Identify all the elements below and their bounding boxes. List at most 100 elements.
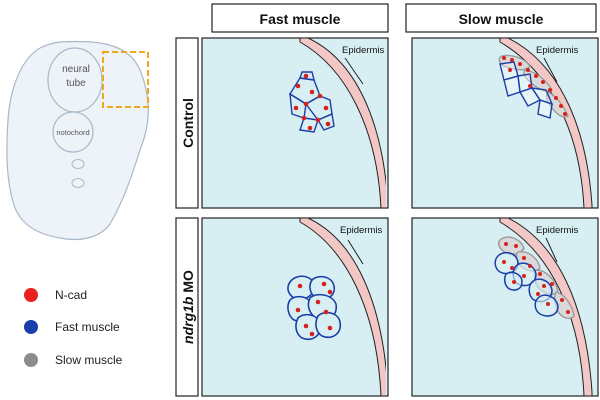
ncad-dot [528,264,532,268]
fast-muscle-cell [304,95,333,121]
ncad-dot [514,244,518,248]
fast-muscle-cell [537,99,553,119]
epidermis-band [299,218,386,396]
epidermis-band [499,218,593,396]
fast-muscle-cell [299,71,315,81]
ncad-dots [502,56,567,116]
ncad-dot [563,112,567,116]
fast-muscle-cell [315,311,342,338]
ncad-dot [536,292,540,296]
ncad-dot [560,298,564,302]
legend-swatch-slow-muscle [24,353,38,367]
row-title-control: Control [180,98,196,148]
ncad-dot [327,289,333,295]
notochord-label: notochord [56,128,89,137]
ncad-dot [566,310,570,314]
ncad-dots [502,242,570,314]
panel-control-slow: Epidermis [411,37,599,209]
column-title-fast: Fast muscle [260,11,341,27]
neural-tube-label-line1: neural [62,64,90,75]
neural-tube-label-line2: tube [66,78,86,89]
panel-morphant-slow: Epidermis [411,217,599,397]
legend-label-ncad: N-cad [55,288,87,302]
row-header-control: Control [175,37,199,209]
fast-muscle-cell [299,117,319,133]
slow-muscle-cell [545,91,569,118]
ncad-dot [518,62,522,66]
ncad-dot [504,242,508,246]
fast-muscle-cluster [287,275,342,340]
ncad-dot [510,58,514,62]
epidermis-label: Epidermis [340,225,382,236]
ncad-dot [321,281,327,287]
row-title-morphant-suffix: MO [180,270,196,297]
ncad-dot [502,260,506,264]
ncad-dot [317,93,323,99]
legend: N-cad Fast muscle Slow muscle [24,288,123,367]
ncad-dot [510,266,514,270]
legend-item-fast-muscle: Fast muscle [24,320,120,334]
ncad-dot [508,68,512,72]
legend-item-slow-muscle: Slow muscle [24,353,123,367]
ncad-dot [559,104,563,108]
region-of-interest-box [102,51,149,108]
legend-label-slow-muscle: Slow muscle [55,353,123,367]
panel-morphant-fast: Epidermis [201,217,389,397]
epidermis-label: Epidermis [536,225,578,236]
ncad-dot [534,74,538,78]
legend-item-ncad: N-cad [24,288,87,302]
row-title-morphant-gene: ndrg1b [180,296,196,344]
ncad-dot [307,125,313,131]
ncad-dot [315,117,321,123]
ncad-dot [512,280,516,284]
ncad-dot [526,68,530,72]
ncad-dot [548,88,552,92]
ncad-dots [293,73,331,131]
epidermis-leader [344,57,364,85]
ncad-dot [303,101,309,107]
ncad-dot [303,73,309,79]
ncad-dot [323,105,329,111]
ncad-dot [542,284,546,288]
ncad-dot [295,307,301,313]
ncad-dot [293,105,299,111]
ncad-dot [546,302,550,306]
column-title-slow: Slow muscle [459,11,544,27]
legend-label-fast-muscle: Fast muscle [55,320,120,334]
ncad-dot [295,83,301,89]
ncad-dot [315,299,321,305]
ncad-dot [303,323,309,329]
ncad-dot [550,282,554,286]
row-title-morphant: ndrg1b MO [180,270,196,344]
ncad-dot [522,274,526,278]
ncad-dot [522,256,526,260]
embryo-cross-section-schematic: neural tube notochord [6,40,149,241]
ncad-dot [541,80,545,84]
ncad-dot [502,56,506,60]
panel-control-fast: Epidermis [201,37,389,209]
epidermis-leader [347,239,364,265]
legend-swatch-fast-muscle [24,320,38,334]
ncad-dot [301,115,307,121]
cardinal-vein [71,178,85,188]
ncad-dot [325,121,331,127]
dorsal-aorta [71,159,85,169]
fast-muscle-cell [534,294,559,317]
ncad-dot [327,325,333,331]
ncad-dot [528,84,532,88]
ncad-dots [295,281,333,337]
column-header-slow-muscle: Slow muscle [405,3,597,33]
legend-swatch-ncad [24,288,38,302]
ncad-dot [309,89,315,95]
ncad-dot [554,96,558,100]
fast-muscle-cell [316,113,335,131]
notochord [52,111,94,153]
epidermis-label: Epidermis [536,45,578,56]
row-header-morphant: ndrg1b MO [175,217,199,397]
column-header-fast-muscle: Fast muscle [211,3,389,33]
epidermis-leader [543,57,558,83]
ncad-dot [297,283,303,289]
epidermis-band [299,38,386,208]
ncad-dot [309,331,315,337]
